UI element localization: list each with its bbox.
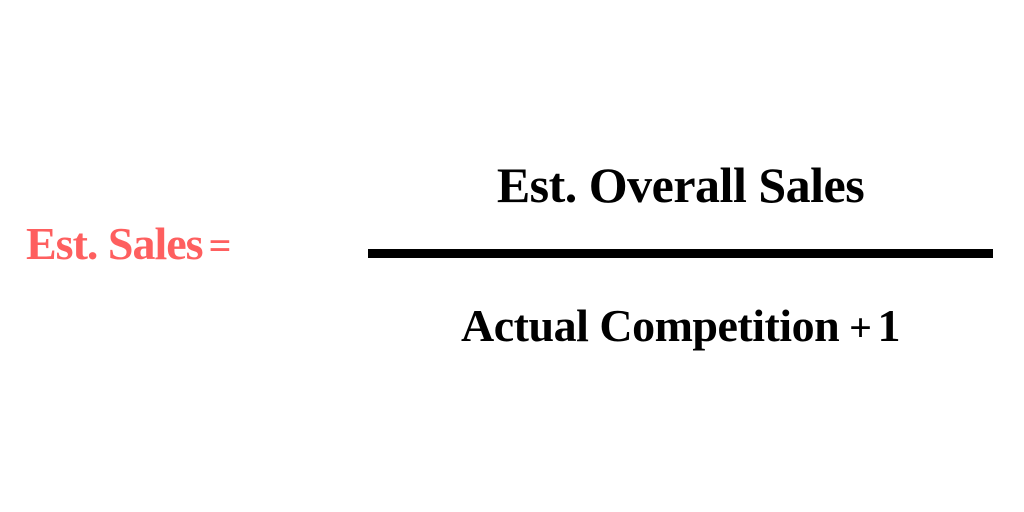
denominator-term: Actual Competition [461, 300, 840, 351]
plus-sign: + [849, 305, 872, 350]
formula-denominator: Actual Competition+1 [368, 294, 993, 360]
denominator-constant: 1 [877, 300, 900, 351]
formula-lhs: Est. Sales= [26, 214, 232, 276]
lhs-label: Est. Sales [26, 218, 204, 269]
formula-numerator: Est. Overall Sales [496, 157, 865, 213]
equals-sign: = [208, 223, 232, 268]
fraction-bar [368, 249, 993, 258]
